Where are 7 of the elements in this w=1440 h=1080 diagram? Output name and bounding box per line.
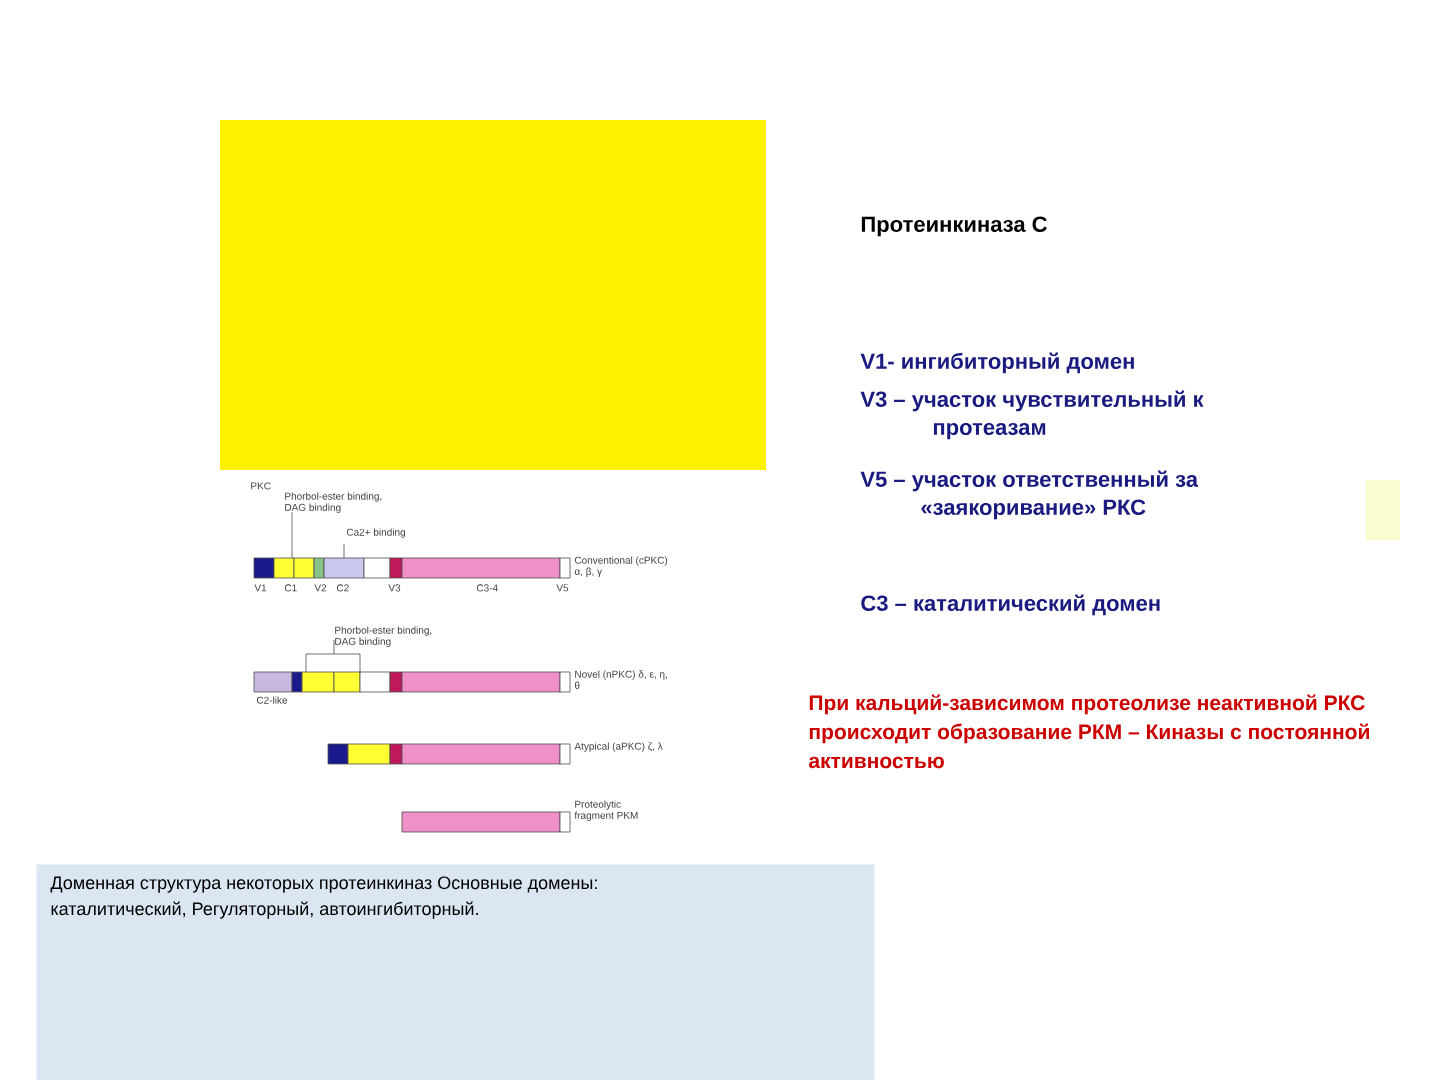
definition-text: V5 – участок ответственный за «заякоривание» РКС bbox=[860, 470, 1199, 520]
definition-text: С3 – каталитический домен bbox=[861, 594, 1160, 616]
text-box: Доменная структура некоторых протеинкиназ Основные домены: каталитический, Регуляторный, автоингибиторный. bbox=[36, 864, 875, 1080]
note-text: При кальций-зависимом протеолизе неактивной РКС происходит образование РКМ – Киназы с постоянной активностью bbox=[809, 694, 1369, 769]
definition-text: V1- ингибиторный домен bbox=[860, 352, 1134, 374]
slide-title: Протеинкиназа С bbox=[861, 216, 1047, 237]
definition-text: V3 – участок чувствительный к протеазам bbox=[860, 390, 1204, 440]
